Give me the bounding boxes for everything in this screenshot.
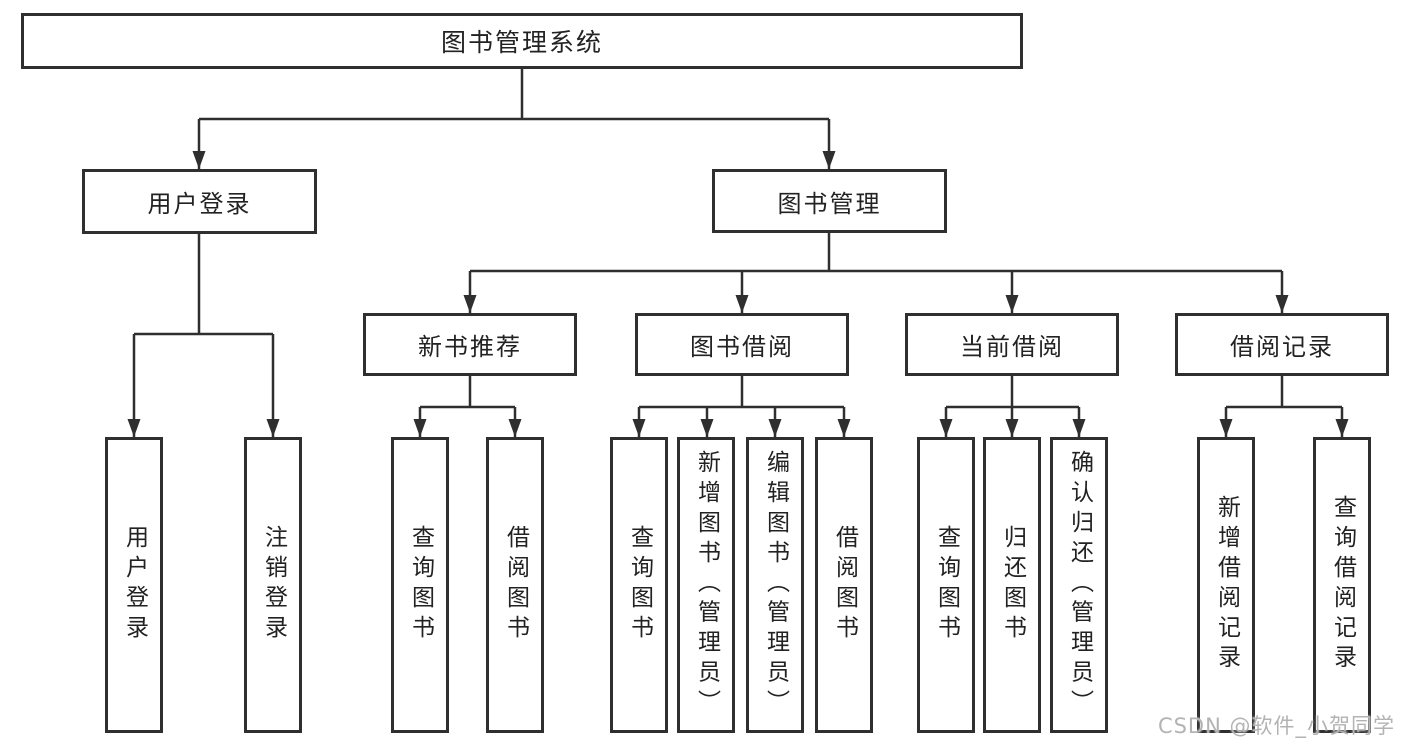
node-book-management: 图书管理 (712, 169, 947, 233)
leaf-borrow-books-recommend: 借阅图书 (486, 437, 544, 733)
node-current-borrow: 当前借阅 (905, 313, 1119, 376)
csdn-watermark: CSDN @软件_小贺同学 (1157, 714, 1395, 738)
leaf-query-books-current: 查询图书 (917, 437, 975, 733)
leaf-logout: 注销登录 (244, 437, 302, 733)
leaf-query-books-recommend: 查询图书 (391, 437, 449, 733)
leaf-edit-book-admin: 编辑图书（管理员） (746, 437, 804, 733)
leaf-query-borrow-record: 查询借阅记录 (1313, 437, 1371, 733)
leaf-confirm-return-admin: 确认归还（管理员） (1050, 437, 1108, 733)
leaf-add-book-admin: 新增图书（管理员） (677, 437, 735, 733)
leaf-query-books-borrow: 查询图书 (610, 437, 668, 733)
node-book-borrow: 图书借阅 (635, 313, 849, 376)
node-new-book-recommend: 新书推荐 (363, 313, 577, 376)
leaf-return-book: 归还图书 (983, 437, 1041, 733)
node-borrow-records: 借阅记录 (1175, 313, 1389, 376)
leaf-add-borrow-record: 新增借阅记录 (1197, 437, 1255, 733)
leaf-borrow-books: 借阅图书 (815, 437, 873, 733)
node-library-system: 图书管理系统 (21, 13, 1023, 69)
leaf-user-login: 用户登录 (105, 437, 163, 733)
node-user-login: 用户登录 (82, 169, 317, 234)
